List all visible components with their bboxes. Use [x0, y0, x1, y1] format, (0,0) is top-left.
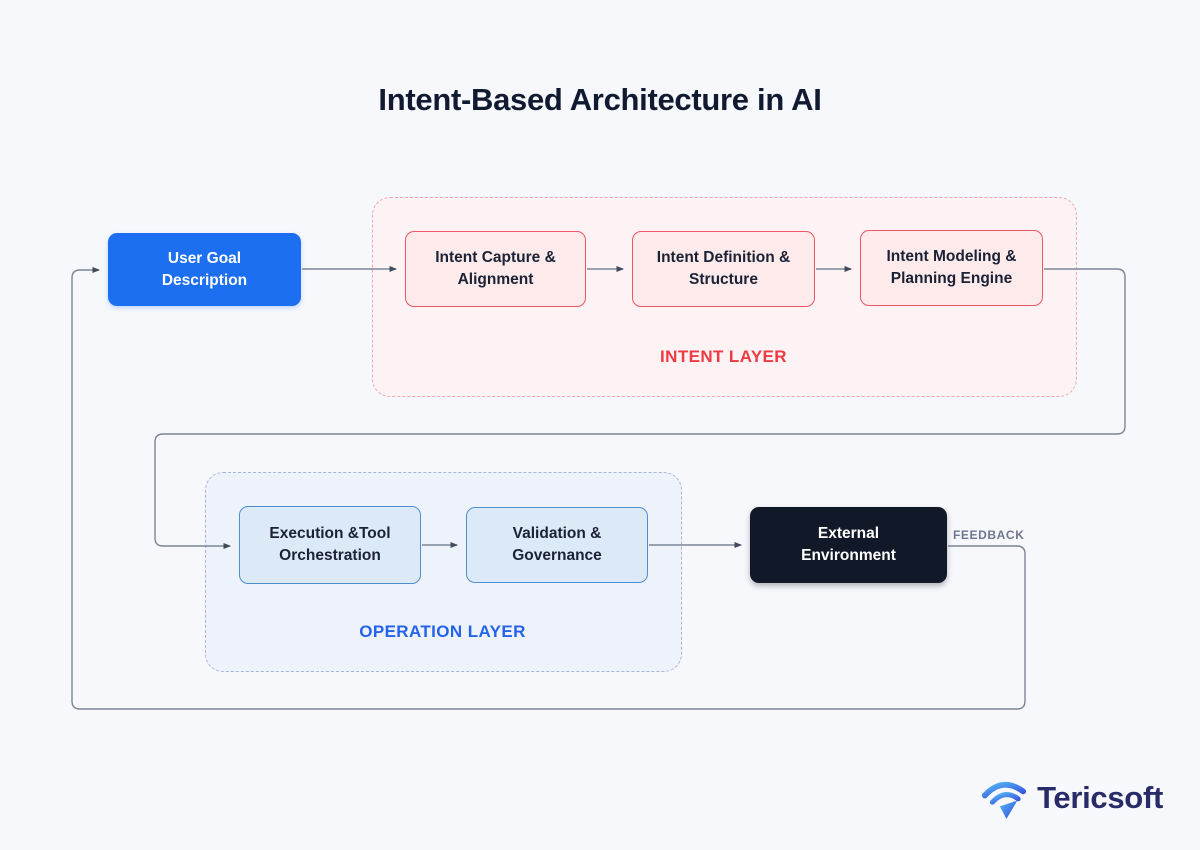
node-intent-modeling-planning-engine-label: Intent Modeling & Planning Engine: [886, 248, 1017, 287]
page-title: Intent-Based Architecture in AI: [378, 82, 822, 117]
node-intent-capture-alignment-label: Intent Capture & Alignment: [435, 249, 556, 288]
tericsoft-logo-text: Tericsoft: [1037, 780, 1163, 815]
tericsoft-signal-icon: [981, 781, 1027, 819]
node-intent-definition-structure: Intent Definition & Structure: [632, 231, 815, 307]
feedback-label: FEEDBACK: [953, 528, 1025, 542]
node-user-goal-description: User Goal Description: [108, 233, 301, 306]
node-intent-modeling-planning-engine: Intent Modeling & Planning Engine: [860, 230, 1043, 306]
node-intent-definition-structure-label: Intent Definition & Structure: [656, 249, 791, 288]
operation-layer-label: OPERATION LAYER: [359, 622, 526, 641]
node-validation-governance: Validation & Governance: [466, 507, 648, 583]
node-external-environment-label: External Environment: [801, 525, 896, 564]
node-external-environment: External Environment: [750, 507, 947, 583]
node-execution-tool-orchestration: Execution &Tool Orchestration: [239, 506, 421, 584]
tericsoft-logo: Tericsoft: [979, 773, 1163, 823]
node-validation-governance-label: Validation & Governance: [512, 525, 602, 564]
node-user-goal-description-label: User Goal Description: [161, 249, 248, 289]
intent-layer-label: INTENT LAYER: [660, 347, 787, 366]
node-execution-tool-orchestration-label: Execution &Tool Orchestration: [269, 525, 391, 564]
node-intent-capture-alignment: Intent Capture & Alignment: [405, 231, 586, 307]
